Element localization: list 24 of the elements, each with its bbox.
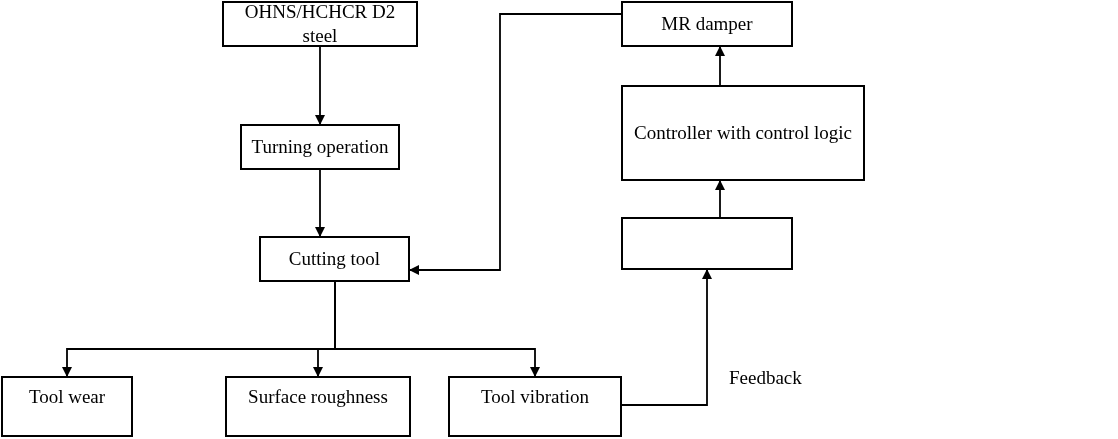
box-text: Surface roughness (248, 384, 388, 409)
process-box (225, 376, 411, 437)
box-text: Cutting tool (288, 247, 381, 271)
box-text: MR damper (661, 12, 753, 36)
arrow (715, 46, 725, 86)
arrow (621, 269, 712, 406)
process-box (621, 85, 865, 181)
arrow (315, 169, 325, 237)
arrow (409, 13, 622, 275)
process-box (448, 376, 622, 437)
process-box (222, 1, 418, 47)
arrow (715, 180, 725, 218)
box-text: Turning operation (251, 135, 389, 159)
box-text: Tool vibration (481, 384, 589, 409)
process-box (240, 124, 400, 170)
arrow (334, 281, 540, 377)
process-box (621, 1, 793, 47)
box-text: OHNS/HCHCR D2 steel (243, 0, 397, 48)
box-text: Tool wear (28, 384, 106, 409)
arrow (315, 46, 325, 125)
process-box (621, 217, 793, 270)
process-box (259, 236, 410, 282)
box-text: Controller with control logic (634, 121, 852, 145)
process-box (1, 376, 133, 437)
